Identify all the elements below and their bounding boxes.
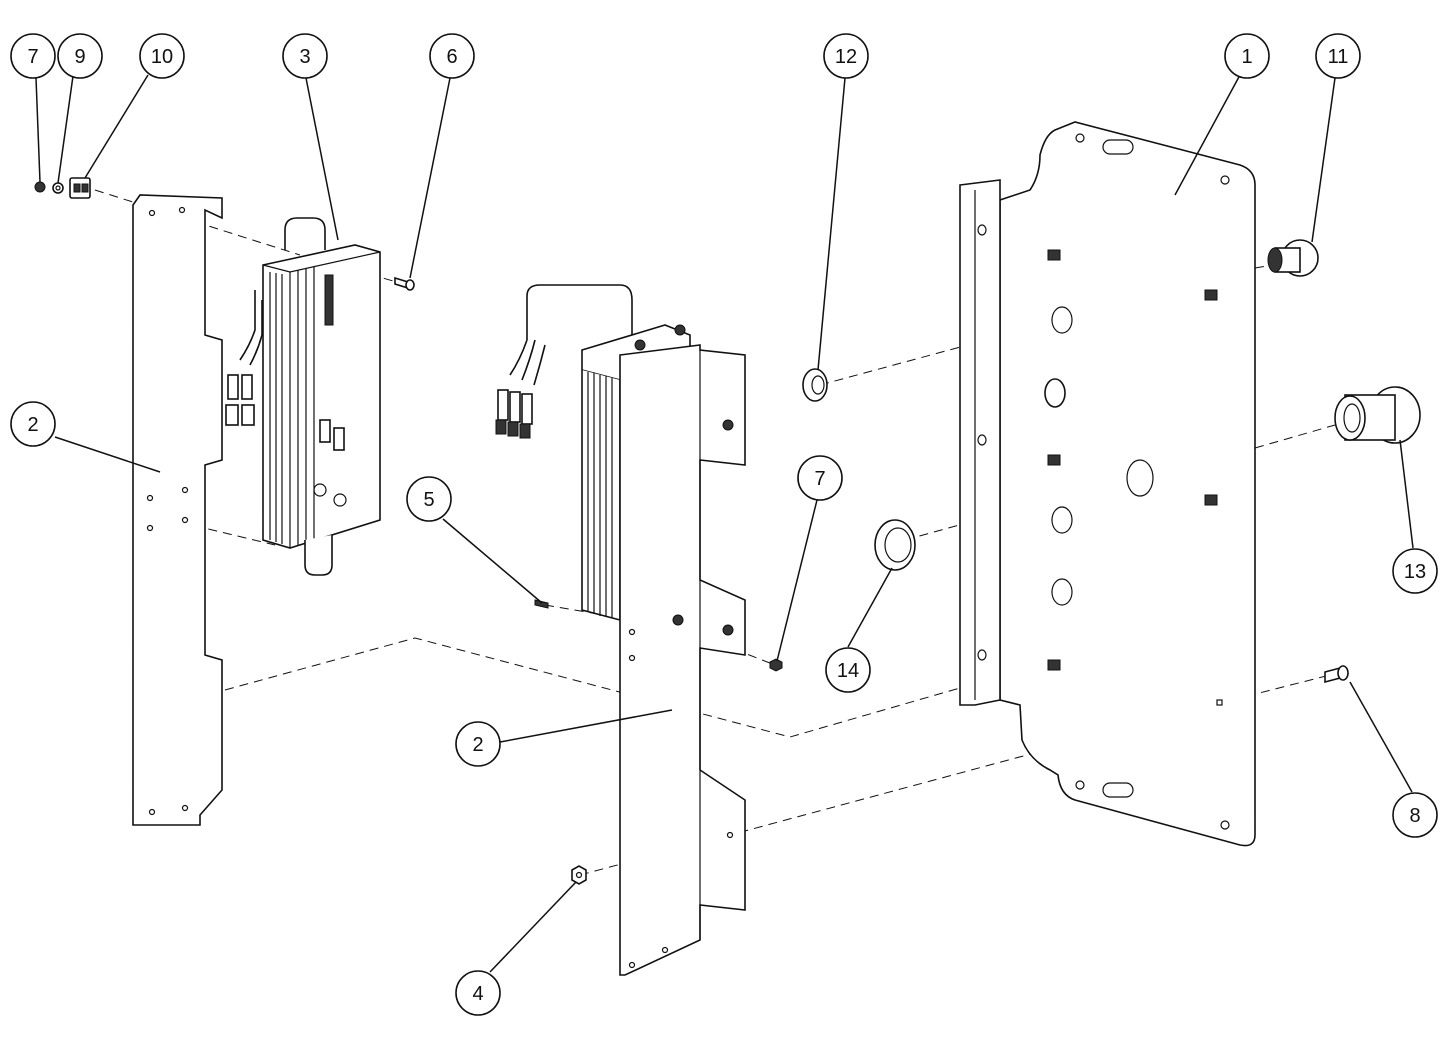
callout-label: 8 [1409, 805, 1420, 827]
nut-part-7-center [769, 658, 783, 672]
callout-label: 4 [472, 983, 483, 1005]
screw-part-6 [394, 276, 415, 291]
callout-part-13: 13 [1392, 548, 1438, 594]
center-mounting-bracket [619, 344, 746, 976]
callout-label: 6 [446, 46, 457, 68]
callout-label: 11 [1328, 46, 1349, 68]
left-mounting-bracket [132, 194, 223, 826]
callout-label: 7 [27, 46, 38, 68]
callout-part-1: 1 [1224, 33, 1270, 79]
callout-label: 2 [27, 414, 38, 436]
callout-part-3: 3 [282, 33, 328, 79]
locknut-part-12 [802, 368, 828, 402]
callout-label: 7 [814, 468, 825, 490]
nut-washer-clamp-group [34, 177, 91, 199]
left-converter-unit [225, 217, 381, 576]
callout-part-2-center: 2 [455, 721, 501, 767]
callout-part-2-left: 2 [10, 401, 56, 447]
back-mounting-plate [959, 121, 1256, 847]
callout-part-12: 12 [823, 33, 869, 79]
callout-part-10: 10 [139, 33, 185, 79]
leader-lines [35, 74, 1414, 973]
callout-part-6: 6 [429, 33, 475, 79]
callout-part-11: 11 [1315, 33, 1361, 79]
nut-part-4 [571, 865, 587, 885]
callout-part-9: 9 [57, 33, 103, 79]
callout-label: 1 [1241, 46, 1252, 68]
callout-part-7-top: 7 [10, 33, 56, 79]
callout-part-4: 4 [455, 970, 501, 1016]
callout-label: 3 [299, 46, 310, 68]
screw-part-5 [534, 599, 549, 609]
callout-part-7-center: 7 [797, 455, 843, 501]
callout-label: 5 [423, 489, 434, 511]
screw-part-8 [1324, 665, 1349, 684]
cable-gland-part-13 [1334, 386, 1421, 444]
callout-label: 12 [835, 46, 857, 68]
callout-label: 13 [1404, 561, 1426, 583]
sealing-plug-part-14 [874, 519, 916, 571]
callout-label: 2 [472, 734, 483, 756]
callout-part-8: 8 [1392, 792, 1438, 838]
callout-label: 10 [151, 46, 173, 68]
callout-label: 14 [837, 660, 859, 682]
callout-part-5: 5 [406, 476, 452, 522]
callout-part-14: 14 [825, 647, 871, 693]
cable-gland-part-11 [1267, 239, 1319, 277]
callout-label: 9 [74, 46, 85, 68]
